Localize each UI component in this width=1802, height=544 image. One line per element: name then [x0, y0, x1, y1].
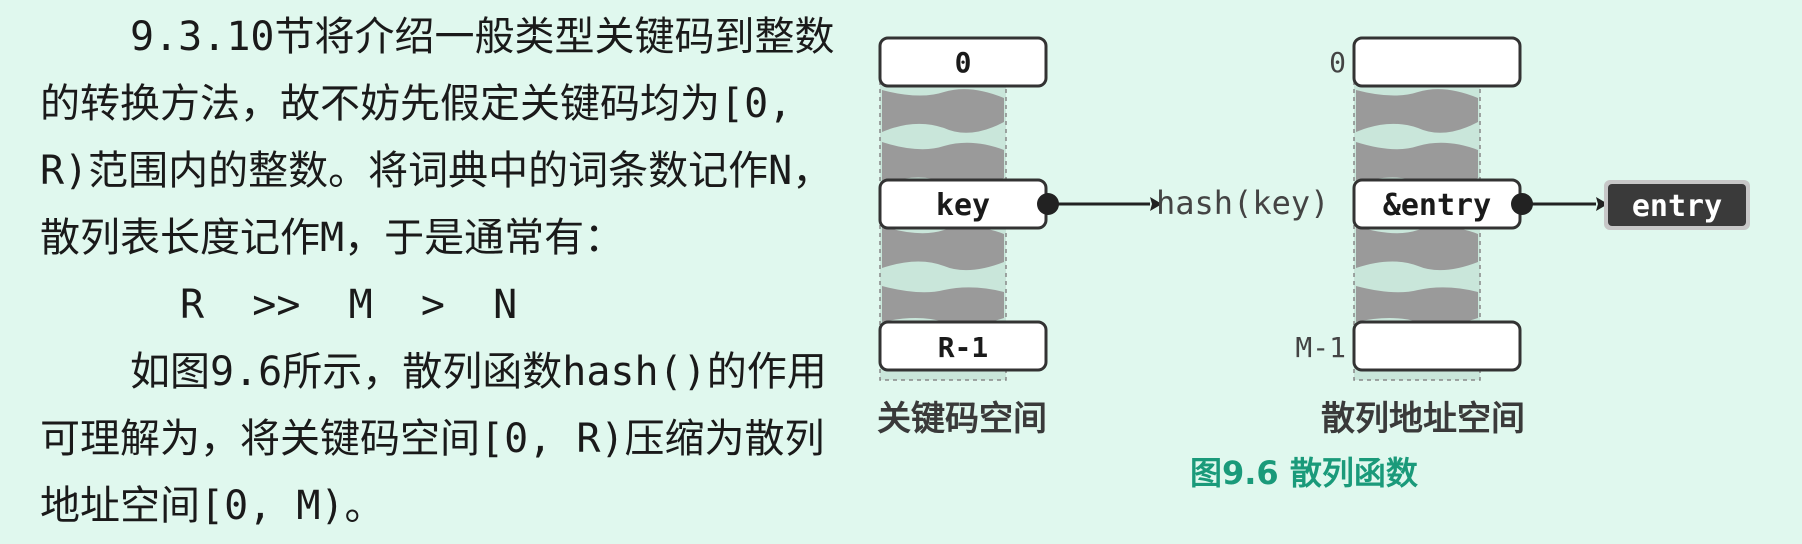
hash-arrow: hash(key) — [1037, 184, 1329, 222]
address-space-band — [1356, 226, 1478, 271]
hash-label: hash(key) — [1156, 184, 1329, 222]
address-cell-0 — [1352, 36, 1522, 88]
address-space-label: 散列地址空间 — [1321, 399, 1525, 439]
key-cell-0 — [878, 36, 1048, 88]
text-column: 9.3.10节将介绍一般类型关键码到整数的转换方法，故不妨先假定关键码均为[0,… — [40, 4, 840, 540]
key-space-band — [882, 286, 1004, 326]
figure-caption: 图9.6 散列函数 — [1190, 454, 1419, 492]
key-space-column: 0 key R-1 关键码空间 — [877, 36, 1048, 439]
arrow-head — [1596, 197, 1608, 211]
key-space-band — [882, 226, 1004, 271]
paragraph-1: 9.3.10节将介绍一般类型关键码到整数的转换方法，故不妨先假定关键码均为[0,… — [40, 14, 835, 261]
address-space-band — [1356, 89, 1478, 133]
entry-box: entry — [1604, 180, 1750, 230]
entry-box-text: entry — [1632, 189, 1722, 224]
entry-box-fill — [1608, 184, 1746, 226]
key-space-label: 关键码空间 — [877, 399, 1047, 439]
address-space-column: 0 &entry M-1 散列地址空间 — [1295, 36, 1525, 439]
address-label-0: 0 — [1329, 46, 1346, 79]
paragraph-2: 如图9.6所示，散列函数hash()的作用可理解为，将关键码空间[0, R)压缩… — [40, 349, 827, 529]
arrow-head — [1150, 197, 1162, 211]
address-cell-entry-text: &entry — [1383, 188, 1491, 223]
address-label-m-minus-1: M-1 — [1295, 331, 1346, 364]
address-space-band — [1356, 142, 1478, 187]
key-cell-0-text: 0 — [955, 46, 972, 79]
entry-arrow — [1511, 193, 1608, 215]
hash-function-figure: 0 key R-1 关键码空间 hash(key) 0 &entry M-1 散… — [877, 36, 1750, 492]
key-cell-key-text: key — [936, 188, 990, 223]
address-space-band — [1356, 286, 1478, 326]
key-cell-r-minus-1 — [878, 320, 1048, 372]
formula: R >> M > N — [180, 282, 518, 328]
key-cell-r-minus-1-text: R-1 — [938, 331, 989, 364]
key-space-band — [882, 89, 1004, 133]
key-space-band — [882, 142, 1004, 187]
address-cell-m-minus-1 — [1352, 320, 1522, 372]
